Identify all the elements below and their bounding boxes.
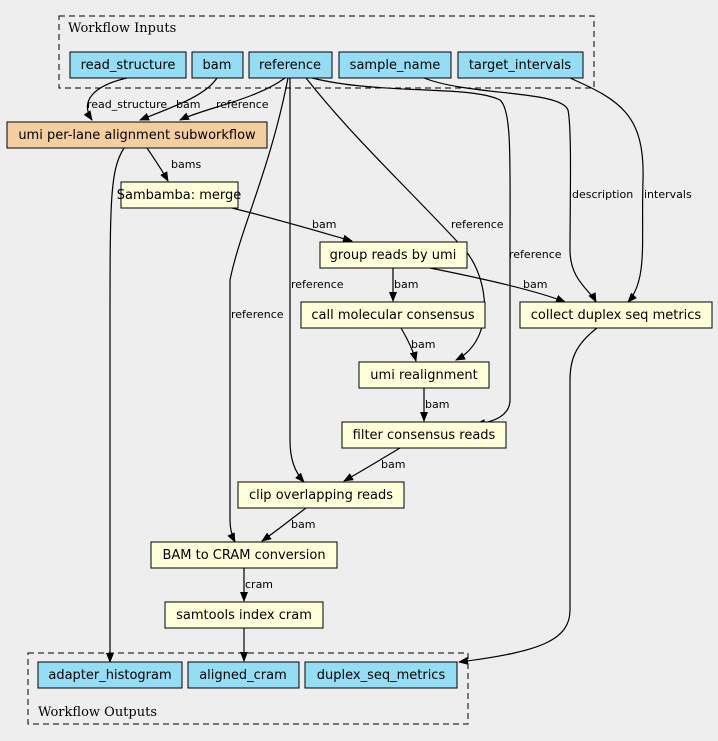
input-node-bam[interactable]: bam [191,51,244,79]
step-node-merge-label: Sambamba: merge [117,188,242,203]
edge-label-bam-call: bam [394,278,418,291]
edge-bams [146,147,169,182]
edge-bam-realign [400,327,418,362]
edge-label-description: description [572,188,633,201]
workflow-outputs-title: Workflow Outputs [38,705,157,720]
edge-label-bam-group: bam [312,218,336,231]
edge-label-bam-realign: bam [411,338,435,351]
edge-ref-cram [227,77,289,543]
edge-duplex-metrics [458,327,598,665]
input-node-target-intervals[interactable]: target_intervals [457,51,584,79]
edge-label-bams: bams [171,158,201,171]
input-node-sample-name-label: sample_name [350,58,441,73]
edge-bam-group [231,207,353,243]
step-node-group[interactable]: group reads by umi [319,241,468,269]
step-node-group-label: group reads by umi [330,248,457,263]
input-node-reference-label: reference [259,58,321,73]
edge-bam [139,77,218,121]
edge-label-ref-cram: reference [231,308,284,321]
edge-label-intervals: intervals [644,188,692,201]
output-node-duplex-seq-metrics[interactable]: duplex_seq_metrics [304,661,458,689]
input-node-target-intervals-label: target_intervals [469,58,572,73]
edge-label-bam-collect: bam [523,278,547,291]
step-node-realign-label: umi realignment [370,368,477,383]
step-node-collect[interactable]: collect duplex seq metrics [519,301,713,329]
workflow-outputs-cluster: Workflow Outputs [27,652,469,725]
subworkflow-node-umi-alignment-label: umi per-lane alignment subworkflow [18,128,256,143]
input-node-read-structure-label: read_structure [81,58,176,73]
edge-labels: read_structure bam reference bams bam re… [87,98,692,591]
edge-bam-cram [261,507,307,542]
step-node-call-label: call molecular consensus [311,308,475,323]
workflow-inputs-title: Workflow Inputs [68,21,176,36]
edges [83,77,644,665]
edge-ref-filter [311,77,511,428]
input-node-sample-name[interactable]: sample_name [338,51,452,79]
step-node-realign[interactable]: umi realignment [358,361,490,389]
input-node-bam-label: bam [203,58,232,73]
edge-bam-collect [429,267,566,303]
step-node-clip[interactable]: clip overlapping reads [237,481,405,509]
edge-label-ref-clip: reference [291,278,344,291]
output-node-duplex-seq-metrics-label: duplex_seq_metrics [317,668,446,683]
edge-read-structure [83,77,128,121]
edge-label-ref-realign: reference [451,218,504,231]
edge-ref-clip [289,78,305,483]
step-node-filter-label: filter consensus reads [353,428,496,443]
step-node-merge[interactable]: Sambamba: merge [117,181,242,209]
output-node-adapter-histogram[interactable]: adapter_histogram [37,661,183,689]
output-node-aligned-cram-label: aligned_cram [199,668,287,683]
edge-label-bam-cram: bam [291,518,315,531]
edge-label-bam-filter: bam [425,398,449,411]
edge-label-read-structure: read_structure [87,98,167,111]
workflow-inputs-cluster: Workflow Inputs [58,15,595,89]
edge-reference-align [179,77,286,121]
step-node-cram[interactable]: BAM to CRAM conversion [150,541,338,569]
edge-bam-clip [343,447,401,482]
step-node-cram-label: BAM to CRAM conversion [162,548,325,563]
step-node-collect-label: collect duplex seq metrics [531,308,702,323]
input-node-read-structure[interactable]: read_structure [69,51,187,79]
step-node-index[interactable]: samtools index cram [164,601,324,629]
edge-label-reference-align: reference [216,98,269,111]
step-node-filter[interactable]: filter consensus reads [341,421,507,449]
input-node-reference[interactable]: reference [248,51,333,79]
step-node-index-label: samtools index cram [176,608,312,623]
output-node-adapter-histogram-label: adapter_histogram [48,668,171,683]
edge-label-bam-clip: bam [381,458,405,471]
edge-label-bam: bam [176,98,200,111]
step-node-call[interactable]: call molecular consensus [300,301,486,329]
subworkflow-node-umi-alignment[interactable]: umi per-lane alignment subworkflow [6,121,268,149]
output-node-aligned-cram[interactable]: aligned_cram [187,661,300,689]
edge-description [423,77,597,303]
edge-adapter-histogram [106,147,125,663]
edge-intervals [569,77,644,303]
edge-label-cram: cram [245,578,273,591]
edge-label-ref-filter: reference [509,248,562,261]
step-node-clip-label: clip overlapping reads [249,488,393,503]
